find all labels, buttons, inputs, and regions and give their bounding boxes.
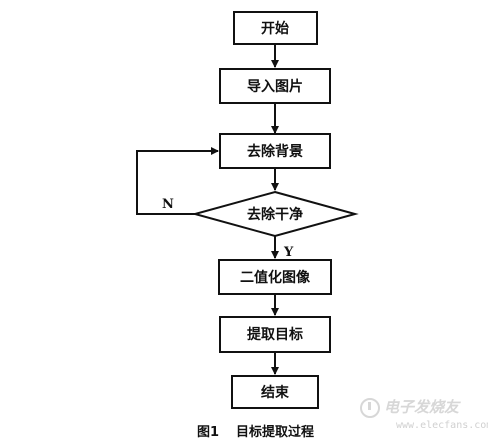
extract-label: 提取目标 <box>247 326 303 343</box>
yes-label: Y <box>283 245 294 260</box>
decision-label: 去除干净 <box>247 206 303 223</box>
extract-box <box>219 316 331 353</box>
binarize-label: 二值化图像 <box>240 269 311 286</box>
import-label: 导入图片 <box>247 78 303 95</box>
figure-number: 图1 <box>197 425 220 440</box>
binarize-box <box>218 259 332 295</box>
decision-diamond <box>191 190 359 238</box>
watermark-text: 电子发烧友 <box>384 398 460 416</box>
start-box <box>233 11 318 45</box>
remove-bg-label: 去除背景 <box>247 143 303 160</box>
import-box <box>219 68 331 104</box>
end-label: 结束 <box>261 384 290 401</box>
arrow-decision-no-loop <box>136 147 219 215</box>
no-label: N <box>162 197 174 212</box>
end-box <box>231 375 319 409</box>
watermark-logo: 电子发烧友 <box>360 396 459 418</box>
watermark-url: www.elecfans.com <box>396 420 488 431</box>
figure-title: 目标提取过程 <box>236 425 315 440</box>
start-label: 开始 <box>261 20 289 37</box>
remove-bg-box <box>219 133 331 169</box>
connectors <box>136 44 279 375</box>
watermark-icon <box>360 397 380 418</box>
